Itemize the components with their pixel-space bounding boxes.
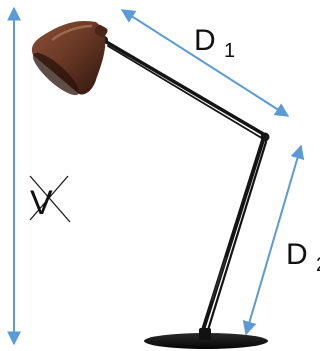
d2-label: D 2 <box>286 238 320 276</box>
d2-label-main: D <box>286 238 308 271</box>
d2-dimension-arrow <box>242 144 305 336</box>
lamp-upper-arm <box>101 38 267 137</box>
d1-label-main: D <box>194 24 216 57</box>
lamp-spring <box>211 257 227 301</box>
lamp-shade-rim <box>32 52 80 96</box>
lamp-upper-arm-rod <box>107 45 266 141</box>
lamp-lower-arm-rod <box>206 140 268 332</box>
lamp-base <box>144 333 268 349</box>
v-cross-line-a <box>29 175 71 223</box>
desk-lamp-icon <box>31 20 270 349</box>
lamp-shade <box>31 20 106 95</box>
d1-label: D 1 <box>194 24 235 62</box>
lamp-lower-arm <box>201 138 265 332</box>
d1-dimension-arrow <box>120 9 290 117</box>
d2-label-sub: 2 <box>316 254 320 276</box>
v-label-group: V <box>29 175 71 223</box>
lamp-shade-cap <box>94 24 108 38</box>
d1-label-sub: 1 <box>224 40 235 62</box>
lamp-shade-highlight <box>51 24 93 41</box>
v-cross-line-b <box>29 175 69 221</box>
